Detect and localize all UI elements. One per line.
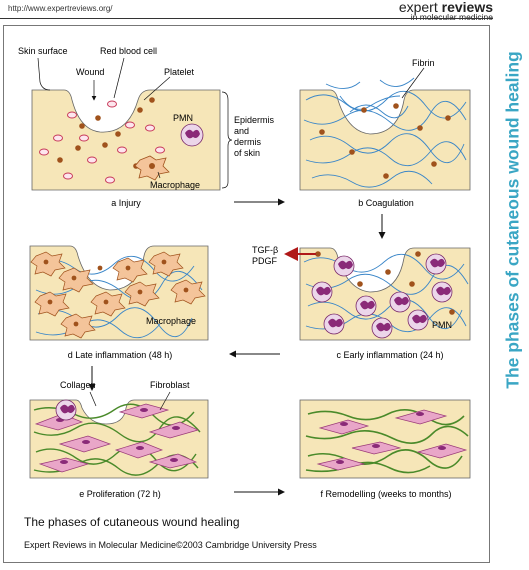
caption-d: d Late inflammation (48 h)	[68, 350, 173, 360]
panel-c: TGF-β PDGF PMN c Early inflammation (24 …	[252, 245, 471, 360]
caption-f: f Remodelling (weeks to months)	[320, 489, 451, 499]
phase-arrows	[88, 198, 386, 496]
panel-d: Macrophage d Late inflammation (48 h)	[29, 245, 209, 360]
fibroblast-nuclei-f	[336, 412, 446, 464]
skin-tissue-a	[31, 89, 221, 191]
panel-f: f Remodelling (weeks to months)	[299, 399, 471, 499]
wound-healing-diagram: Skin surface Red blood cell Wound Platel…	[18, 46, 471, 499]
fibrin-strands-b	[303, 77, 467, 188]
label-platelet: Platelet	[164, 67, 195, 77]
label-pmn-c: PMN	[432, 320, 452, 330]
fibrin-strands-d	[33, 255, 203, 339]
label-collagen: Collagen	[60, 380, 96, 390]
label-epidermis-2: and	[234, 126, 249, 136]
label-pdgf: PDGF	[252, 256, 278, 266]
fibroblasts-e	[34, 403, 200, 473]
red-blood-cells-a	[39, 100, 165, 184]
label-fibroblast: Fibroblast	[150, 380, 190, 390]
label-red-blood-cell: Red blood cell	[100, 46, 157, 56]
label-epidermis-3: dermis	[234, 137, 262, 147]
label-tgf: TGF-β	[252, 245, 278, 255]
platelets-d	[43, 259, 189, 327]
brand-subtitle: in molecular medicine	[410, 12, 493, 22]
caption-c: c Early inflammation (24 h)	[336, 350, 443, 360]
panel-a: Skin surface Red blood cell Wound Platel…	[18, 46, 275, 208]
platelets-c	[315, 251, 455, 315]
caption-e: e Proliferation (72 h)	[79, 489, 161, 499]
figure-title: The phases of cutaneous wound healing	[24, 515, 240, 529]
panel-e: Collagen Fibroblast e Proliferation (72 …	[29, 380, 209, 499]
caption-a: a Injury	[111, 198, 141, 208]
platelets-b	[319, 103, 451, 179]
pmn-cells-c	[311, 253, 453, 339]
label-epidermis-1: Epidermis	[234, 115, 275, 125]
pmn-cell-a	[180, 123, 204, 147]
label-pmn-a: PMN	[173, 113, 193, 123]
label-skin-surface: Skin surface	[18, 46, 68, 56]
brand-logo: expert reviews in molecular medicine	[399, 0, 493, 22]
side-title-text: The phases of cutaneous wound healing	[502, 51, 523, 389]
site-url: http://www.expertreviews.org/	[8, 4, 113, 13]
macrophages-d	[30, 251, 206, 339]
label-epidermis-4: of skin	[234, 148, 260, 158]
brand-word-bold: reviews	[441, 0, 493, 15]
collagen-fibers-f	[305, 409, 469, 474]
label-macrophage-a: Macrophage	[150, 180, 200, 190]
figure-frame	[3, 25, 490, 563]
label-macrophage-d: Macrophage	[146, 316, 196, 326]
header-rule	[0, 18, 493, 19]
label-fibrin: Fibrin	[412, 58, 435, 68]
caption-b: b Coagulation	[358, 198, 414, 208]
pmn-cell-e	[55, 399, 77, 421]
brand-word-light: expert	[398, 0, 438, 15]
skin-tissue-b	[299, 89, 471, 191]
panel-b: Fibrin b Coagulation	[299, 58, 471, 208]
platelets-a	[57, 97, 155, 169]
figure-credit: Expert Reviews in Molecular Medicine©200…	[24, 540, 317, 550]
label-wound: Wound	[76, 67, 104, 77]
side-title: The phases of cutaneous wound healing	[499, 30, 527, 410]
